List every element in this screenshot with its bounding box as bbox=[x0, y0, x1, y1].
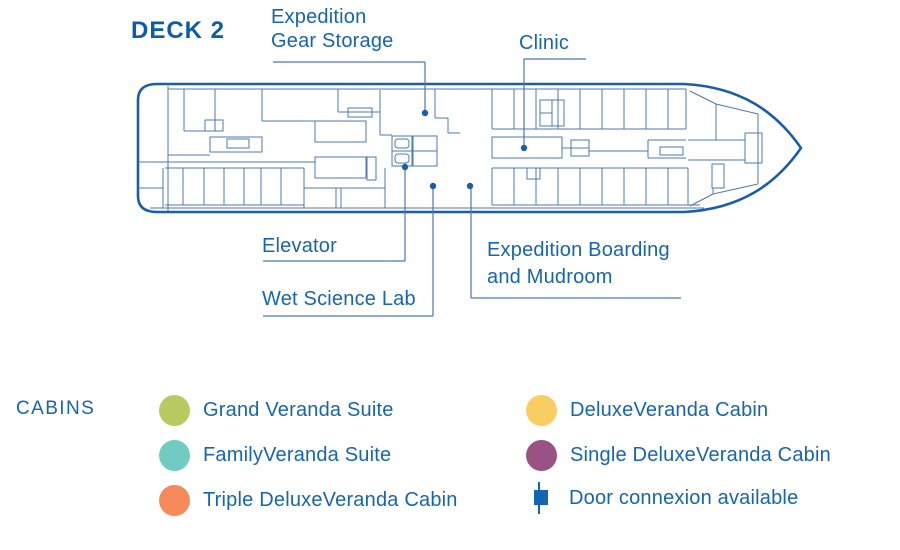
room-box bbox=[314, 156, 367, 179]
callout-leader-lines bbox=[263, 58, 681, 317]
room-box bbox=[744, 132, 763, 164]
stairs-icon bbox=[539, 99, 565, 127]
room-box bbox=[209, 136, 263, 153]
legend-item: Grand Veranda Suite bbox=[159, 395, 394, 426]
stairs-icon bbox=[659, 146, 684, 156]
legend-title: CABINS bbox=[16, 398, 96, 419]
ladder-icon bbox=[711, 163, 725, 189]
legend-item: Single DeluxeVeranda Cabin bbox=[526, 440, 831, 471]
callout-boarding-mudroom: Expedition Boarding and Mudroom bbox=[487, 239, 670, 288]
ship-hull bbox=[136, 82, 803, 214]
deck-plan bbox=[136, 58, 803, 317]
callout-wet-science-lab: Wet Science Lab bbox=[262, 288, 416, 310]
deck-walls bbox=[138, 86, 759, 211]
ladder-icon bbox=[366, 156, 377, 181]
legend-item: Door connexion available bbox=[533, 482, 798, 514]
callout-clinic: Clinic bbox=[519, 32, 570, 54]
callout-elevator: Elevator bbox=[262, 235, 337, 257]
callout-gear-storage: Expedition Gear Storage bbox=[271, 5, 393, 53]
room-box bbox=[314, 120, 367, 143]
cabin-color-dot-triple-deluxe-veranda bbox=[159, 485, 190, 516]
legend-item: FamilyVeranda Suite bbox=[159, 440, 391, 471]
callout-gear-storage-line1: Expedition bbox=[271, 6, 367, 28]
clinic-room bbox=[491, 136, 563, 159]
callout-dot-clinic bbox=[520, 144, 528, 152]
callout-dot-elevator bbox=[401, 163, 409, 171]
cabin-color-dot-deluxe-veranda bbox=[526, 395, 557, 426]
cabin-color-dot-family-veranda-suite bbox=[159, 440, 190, 471]
door-connexion-icon bbox=[534, 482, 548, 514]
cabin-color-dot-single-deluxe-veranda bbox=[526, 440, 557, 471]
callout-dot-wet-science-lab bbox=[429, 182, 437, 190]
deck-title: DECK 2 bbox=[131, 17, 226, 44]
callout-dot-boarding bbox=[466, 182, 474, 190]
stairs-icon bbox=[412, 135, 438, 167]
stairs-icon bbox=[347, 107, 373, 118]
elevator-icon bbox=[391, 135, 413, 167]
callout-gear-storage-line2: Gear Storage bbox=[271, 30, 394, 52]
stairs-icon bbox=[570, 147, 590, 157]
room-box bbox=[204, 119, 224, 132]
callout-dot-gear-storage bbox=[421, 109, 429, 117]
cabin-color-dot-grand-veranda-suite bbox=[159, 395, 190, 426]
legend-item: Triple DeluxeVeranda Cabin bbox=[159, 485, 458, 516]
stairs-icon bbox=[226, 138, 250, 149]
legend-item: DeluxeVeranda Cabin bbox=[526, 395, 768, 426]
room-box bbox=[570, 139, 590, 149]
room-box bbox=[526, 167, 541, 180]
